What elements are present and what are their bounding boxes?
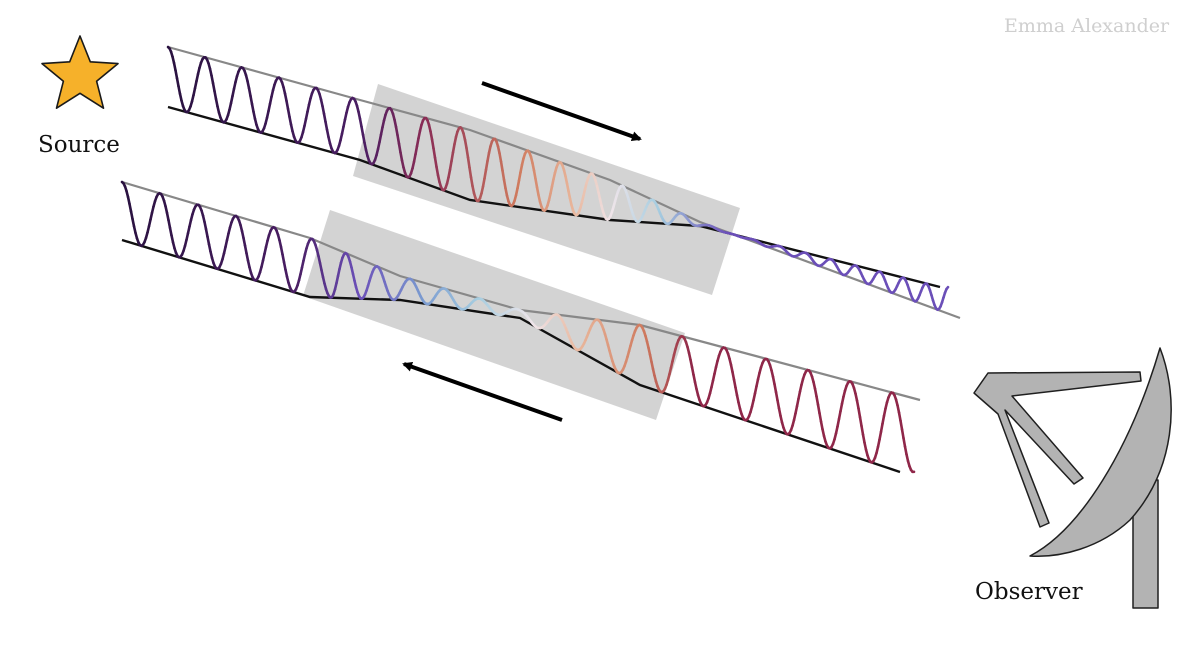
- arrow-right-icon: [481, 81, 642, 142]
- wave-segment: [432, 147, 437, 159]
- wave-segment: [532, 169, 537, 181]
- wave-segment: [361, 133, 366, 145]
- wave-segment: [501, 169, 506, 181]
- wave-segment: [900, 428, 905, 440]
- wave-segment: [481, 177, 486, 188]
- wave-segment: [534, 177, 539, 189]
- radio-dish-icon: [973, 347, 1172, 609]
- wave-segment: [435, 165, 440, 177]
- observer-label: Observer: [975, 579, 1083, 605]
- wave-segment: [502, 178, 507, 190]
- wave-segment: [450, 151, 455, 163]
- wave-segment: [855, 399, 860, 410]
- wave-segment: [516, 179, 521, 190]
- wave-segment: [773, 382, 778, 394]
- wave-segment: [899, 419, 904, 431]
- wave-segment: [286, 107, 291, 119]
- wave-segment: [250, 102, 255, 114]
- wave-segment: [397, 142, 402, 154]
- wave-segment: [818, 411, 823, 423]
- wave-segment: [499, 160, 504, 172]
- wave-segment: [174, 68, 179, 80]
- wave-segment: [175, 76, 180, 88]
- wave-segment: [861, 433, 866, 444]
- wave-segment: [433, 156, 438, 169]
- wave-segment: [858, 415, 863, 428]
- wave-segment: [324, 120, 329, 131]
- author-credit: Emma Alexander: [1004, 15, 1170, 37]
- wave-segment: [813, 387, 818, 398]
- wave-segment: [465, 146, 470, 159]
- wave-segment: [360, 125, 365, 137]
- wave-segment: [322, 112, 327, 124]
- wave-segment: [776, 399, 781, 410]
- wave-segment: [517, 171, 522, 182]
- wave-segment: [897, 411, 902, 422]
- wave-segment: [213, 89, 218, 101]
- wave-segment: [484, 159, 489, 172]
- wave-segment: [498, 151, 503, 163]
- wave-segment: [430, 138, 435, 150]
- wave-segment: [860, 424, 865, 436]
- wave-segment: [466, 156, 471, 169]
- beam-upper: [166, 45, 961, 320]
- wave-segment: [732, 378, 737, 389]
- wave-segment: [535, 185, 540, 197]
- wave-segment: [486, 151, 491, 163]
- wave-segment: [399, 151, 404, 162]
- lens-tube-upper: [353, 84, 740, 295]
- wave-segment: [463, 138, 468, 150]
- wave-segment: [281, 253, 286, 264]
- wave-segment: [394, 125, 399, 137]
- wave-segment: [881, 414, 886, 426]
- wave-segment: [247, 86, 252, 98]
- wave-segment: [483, 168, 488, 180]
- wave-segment: [415, 136, 420, 148]
- wave-segment: [211, 81, 216, 93]
- wave-segment: [819, 420, 824, 431]
- source-label: Source: [38, 132, 120, 158]
- wave-segment: [879, 422, 884, 434]
- wave-segment: [945, 285, 950, 291]
- wave-segment: [857, 407, 862, 419]
- wave-segment: [902, 436, 907, 448]
- star-icon: [41, 35, 119, 109]
- wave-segment: [358, 117, 363, 128]
- wave-segment: [451, 142, 456, 154]
- wave-segment: [878, 430, 883, 441]
- wave-segment: [774, 390, 779, 402]
- wave-segment: [815, 395, 820, 406]
- wave-segment: [448, 159, 453, 171]
- wave-segment: [447, 168, 452, 179]
- wave-segment: [468, 166, 473, 179]
- wave-segment: [837, 409, 842, 421]
- wave-segment: [734, 386, 739, 397]
- wave-segment: [903, 445, 908, 456]
- wave-segment: [816, 403, 821, 415]
- wave-segment: [731, 370, 736, 381]
- wave-segment: [429, 130, 434, 141]
- wave-segment: [396, 133, 401, 146]
- wave-segment: [469, 175, 474, 188]
- wave-segment: [243, 244, 248, 255]
- wave-segment: [285, 99, 290, 111]
- wave-segment: [249, 94, 254, 106]
- beam-lower: [120, 180, 921, 474]
- wave-segment: [414, 144, 419, 156]
- arrow-left-icon: [402, 361, 563, 422]
- envelope-top-line: [121, 180, 921, 402]
